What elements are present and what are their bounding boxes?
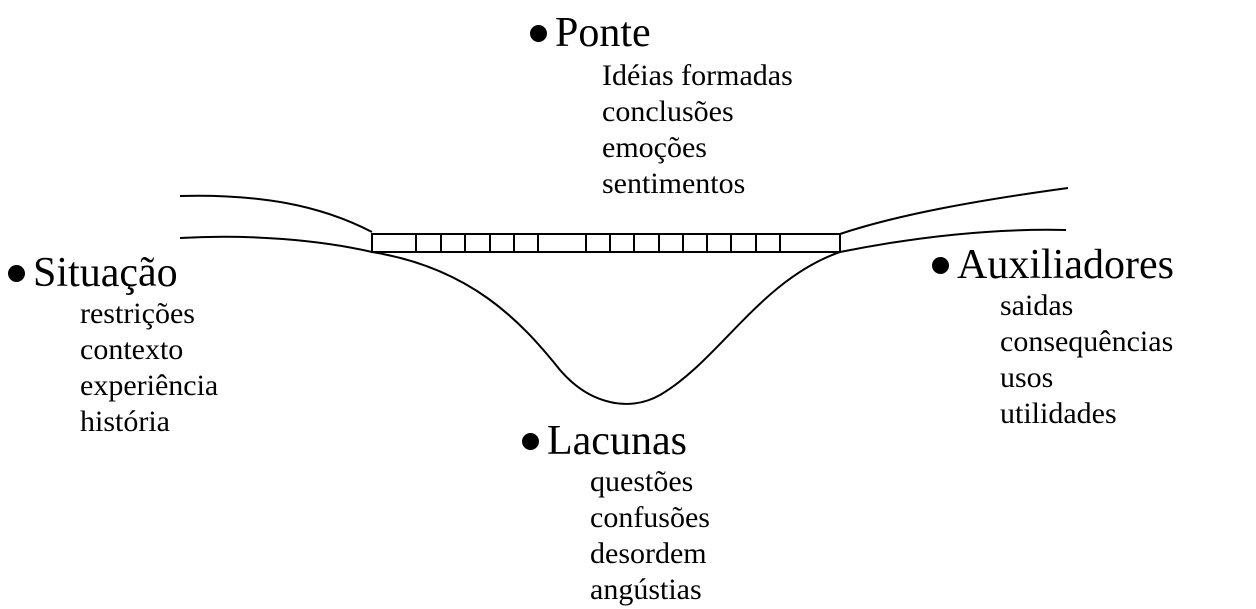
lacunas-title: Lacunas xyxy=(547,418,687,464)
lacunas-list: questões confusões desordem angústias xyxy=(590,464,710,608)
list-item: restrições xyxy=(80,297,195,330)
list-item: angústias xyxy=(590,573,702,606)
list-item: utilidades xyxy=(1000,397,1117,430)
auxiliadores-list: saidas consequências usos utilidades xyxy=(1000,288,1174,432)
bridge-deck xyxy=(371,233,841,253)
bullet-icon xyxy=(932,256,949,274)
bullet-icon xyxy=(8,264,25,282)
list-item: saidas xyxy=(1000,289,1074,322)
list-item: emoções xyxy=(602,131,707,164)
bridge-slats xyxy=(415,234,781,252)
list-item: usos xyxy=(1000,361,1054,394)
bullet-icon xyxy=(522,432,539,450)
list-item: confusões xyxy=(590,501,710,534)
list-item: Idéias formadas xyxy=(602,59,793,92)
list-item: história xyxy=(80,405,170,438)
ponte-group: Ponte Idéias formadas conclusões emoções… xyxy=(530,12,793,202)
bridge xyxy=(371,233,841,253)
right-bank-lower-line xyxy=(839,228,1067,253)
gap-valley-curve xyxy=(371,251,841,405)
left-bank-lower-line xyxy=(179,235,373,253)
list-item: sentimentos xyxy=(602,167,746,200)
auxiliadores-title: Auxiliadores xyxy=(957,242,1174,288)
situacao-list: restrições contexto experiência história xyxy=(80,296,218,440)
right-bank-upper-line xyxy=(839,187,1069,235)
list-item: desordem xyxy=(590,537,707,570)
left-bank-upper-line xyxy=(179,194,373,233)
ponte-list: Idéias formadas conclusões emoções senti… xyxy=(602,58,793,202)
list-item: contexto xyxy=(80,333,184,366)
list-item: consequências xyxy=(1000,325,1174,358)
list-item: experiência xyxy=(80,369,219,402)
situacao-title: Situação xyxy=(33,250,178,296)
list-item: conclusões xyxy=(602,95,734,128)
bullet-icon xyxy=(530,24,547,42)
list-item: questões xyxy=(590,465,694,498)
lacunas-group: Lacunas questões confusões desordem angú… xyxy=(522,420,710,608)
ponte-title: Ponte xyxy=(555,10,651,56)
situacao-group: Situação restrições contexto experiência… xyxy=(8,252,218,440)
auxiliadores-group: Auxiliadores saidas consequências usos u… xyxy=(932,244,1174,432)
